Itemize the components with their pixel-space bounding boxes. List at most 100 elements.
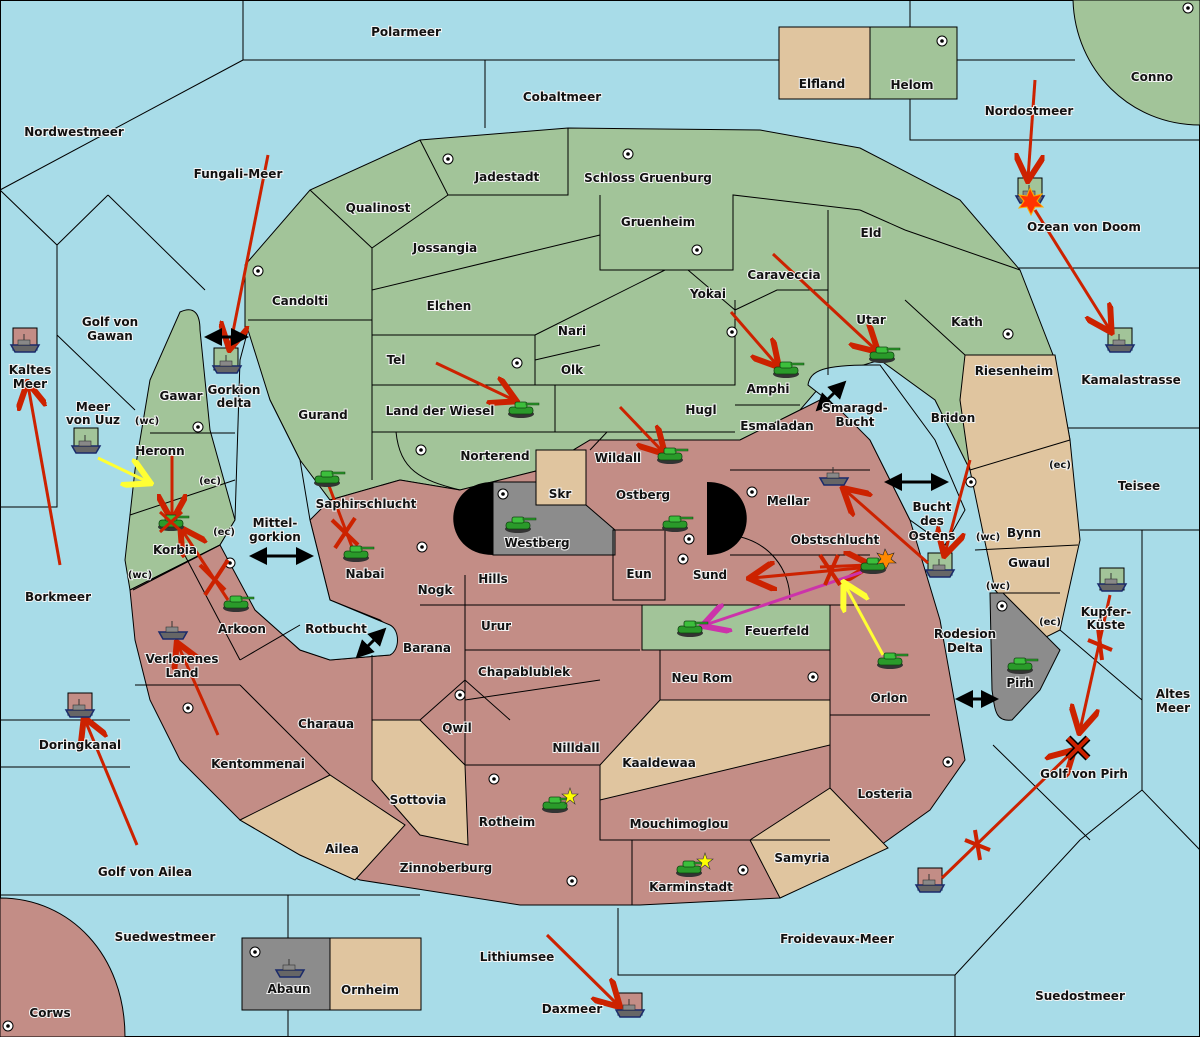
sea-smaragd-bucht xyxy=(807,364,966,546)
supply-center-icon xyxy=(807,671,819,683)
dislodged-marker-icon xyxy=(158,510,184,534)
province-label-ornheim: Ornheim xyxy=(341,983,399,997)
province-label-esmaladan: Esmaladan xyxy=(740,419,813,433)
province-label-losteria: Losteria xyxy=(857,787,912,801)
order-arrow xyxy=(1028,79,1035,178)
region-westberg xyxy=(492,481,616,556)
region-gawar-peninsula xyxy=(124,309,236,591)
sea-label-froidevaux-meer: Froidevaux-Meer xyxy=(780,932,894,946)
province-label-abaun: Abaun xyxy=(267,982,310,996)
sea-label-rodesion-delta-1: Rodesion xyxy=(934,627,996,641)
supply-center-icon xyxy=(454,689,466,701)
province-label-elchen: Elchen xyxy=(427,299,472,313)
province-label-conno: Conno xyxy=(1131,70,1173,84)
sea-label-doringkanal: Doringkanal xyxy=(39,738,121,752)
bidirectional-arrow xyxy=(355,627,387,659)
order-arrow xyxy=(435,361,514,400)
supply-center-icon xyxy=(726,326,738,338)
sea-label-gorkion-delta-1: Gorkion xyxy=(208,383,261,397)
province-label-saphirschlucht: Saphirschlucht xyxy=(316,497,417,511)
supply-center-icon xyxy=(691,244,703,256)
sea-label-nordostmeer: Nordostmeer xyxy=(985,104,1074,118)
coast-label: (ec) xyxy=(1049,460,1071,471)
order-arrow xyxy=(771,252,876,350)
province-label-kentommenai: Kentommenai xyxy=(211,757,305,771)
support-arrow xyxy=(97,456,148,482)
province-label-charaua: Charaua xyxy=(298,717,354,731)
sea-label-kamalastrasse: Kamalastrasse xyxy=(1081,373,1181,387)
order-arrow xyxy=(85,720,139,846)
province-label-barana: Barana xyxy=(403,641,451,655)
province-label-norterend: Norterend xyxy=(460,449,529,463)
province-label-jossangia: Jossangia xyxy=(412,241,477,255)
sea-label-meer-von-uuz-2: von Uuz xyxy=(66,413,120,427)
province-label-candolti: Candolti xyxy=(272,294,328,308)
supply-center-icon xyxy=(1002,328,1014,340)
region-ailea xyxy=(238,774,406,881)
sea-label-mittelgorkion-1: Mittel- xyxy=(253,516,298,530)
province-label-gawar: Gawar xyxy=(159,389,202,403)
sea-label-altes-meer-2: Meer xyxy=(1156,701,1190,715)
supply-center-icon xyxy=(415,444,427,456)
sea-label-kupferkueste-1: Kupfer- xyxy=(1081,605,1131,619)
island-elfland xyxy=(778,26,871,100)
island-conno xyxy=(1072,0,1200,126)
region-feuerfeld xyxy=(641,604,831,651)
sea-label-smaragd-bucht-2: Bucht xyxy=(835,415,874,429)
province-label-riesenheim: Riesenheim xyxy=(975,364,1054,378)
province-label-heronn: Heronn xyxy=(135,444,184,458)
sea-label-kupferkueste-2: Küste xyxy=(1087,618,1126,632)
coast-label: (wc) xyxy=(976,532,1000,543)
supply-center-icon xyxy=(566,875,578,887)
province-label-gwaul: Gwaul xyxy=(1008,556,1050,570)
sea-label-mittelgorkion-2: gorkion xyxy=(249,530,301,544)
region-bynn-gwaul xyxy=(959,354,1081,641)
sea-label-kaltes-meer-1: Kaltes xyxy=(9,363,52,377)
province-label-elfland: Elfland xyxy=(799,77,845,91)
province-label-mellar: Mellar xyxy=(767,494,809,508)
sea-label-golf-von-ailea: Golf von Ailea xyxy=(98,865,192,879)
province-label-nabai: Nabai xyxy=(346,567,385,581)
built-star-icon xyxy=(561,787,579,805)
province-label-chapablublek: Chapablublek xyxy=(478,665,571,679)
sea-label-borkmeer: Borkmeer xyxy=(25,590,91,604)
order-arrow xyxy=(178,645,220,736)
sea-label-teisee: Teisee xyxy=(1118,479,1160,493)
sea-label-cobaltmeer: Cobaltmeer xyxy=(523,90,601,104)
province-label-bridon: Bridon xyxy=(931,411,976,425)
province-label-caraveccia: Caraveccia xyxy=(747,268,820,282)
supply-center-icon xyxy=(182,702,194,714)
province-label-gurand: Gurand xyxy=(298,408,348,422)
order-arrow xyxy=(545,933,618,1005)
impassable-west xyxy=(453,482,493,555)
sea-label-golf-von-gawan-1: Golf von xyxy=(82,315,138,329)
province-label-land-der-wiesel: Land der Wiesel xyxy=(386,404,495,418)
sea-label-kaltes-meer-2: Meer xyxy=(13,377,47,391)
supply-center-icon xyxy=(488,773,500,785)
province-label-westberg: Westberg xyxy=(504,536,569,550)
order-arrow xyxy=(945,459,972,553)
island-corws xyxy=(0,897,126,1037)
coast-label: (wc) xyxy=(135,416,159,427)
sea-label-polarmeer: Polarmeer xyxy=(371,25,441,39)
province-label-skr: Skr xyxy=(549,487,572,501)
province-label-ailea: Ailea xyxy=(325,842,359,856)
province-label-corws: Corws xyxy=(29,1006,70,1020)
region-samyria xyxy=(749,787,889,899)
province-label-nari: Nari xyxy=(558,324,586,338)
province-label-amphi: Amphi xyxy=(746,382,789,396)
supply-center-icon xyxy=(622,148,634,160)
province-label-feuerfeld: Feuerfeld xyxy=(745,624,810,638)
supply-center-icon xyxy=(511,357,523,369)
destroyed-burst-icon xyxy=(876,548,897,570)
province-label-urur: Urur xyxy=(481,619,511,633)
province-label-schloss-gruenburg: Schloss Gruenburg xyxy=(584,171,712,185)
province-label-hills: Hills xyxy=(478,572,508,586)
province-label-bynn: Bynn xyxy=(1007,526,1041,540)
province-label-korbia: Korbia xyxy=(153,543,197,557)
supply-center-icon xyxy=(249,946,261,958)
order-arrow xyxy=(845,490,929,565)
supply-center-icon xyxy=(416,541,428,553)
